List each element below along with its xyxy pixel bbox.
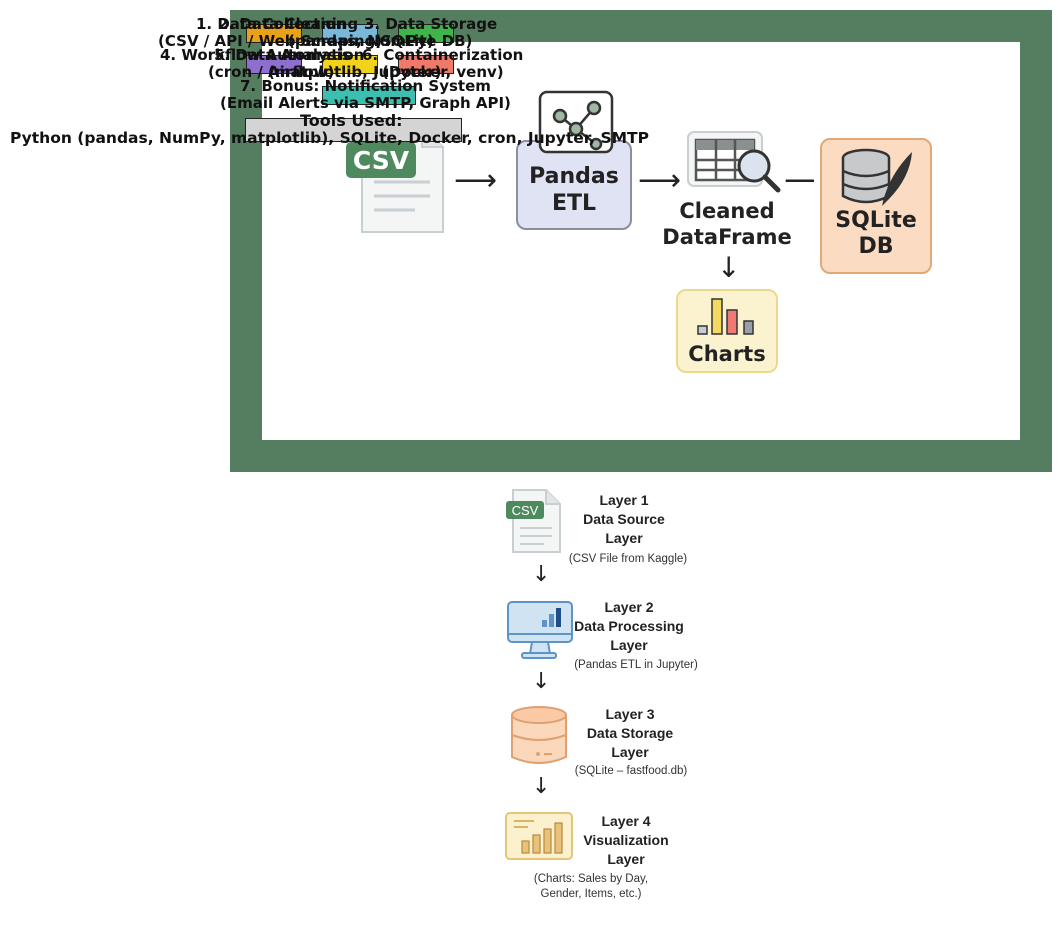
bar-chart-icon <box>504 811 574 861</box>
stage-7-title: 7. Bonus: Notification System <box>240 77 491 95</box>
pandas-etl-label: Pandas ETL <box>529 164 619 216</box>
csv-badge: CSV <box>346 142 416 178</box>
stage-2-detail: (pandas, NumPy) <box>288 32 434 50</box>
arrow-right-icon: ⟶ <box>454 163 498 198</box>
stage-4-swatch <box>246 55 302 74</box>
charts-label: Charts <box>688 342 766 366</box>
stage-3-detail: (SQLite DB) <box>374 32 473 50</box>
layer-3-subtitle: (SQLite – fastfood.db) <box>574 765 688 777</box>
stage-6-title: 6. Containerization <box>362 46 524 64</box>
layer-1-subtitle: (CSV File from Kaggle) <box>568 553 688 565</box>
stage-4-title: 4. Workflow Automation <box>160 46 365 64</box>
sqlite-db-label: SQLite DB <box>835 208 917 259</box>
arrow-down-icon: ↓ <box>717 251 741 284</box>
database-icon <box>508 705 570 767</box>
csv-badge-small: CSV <box>506 501 544 519</box>
layer-2-title: Layer 2 Data Processing Layer <box>574 599 684 653</box>
arrow-right-icon: ⟶ <box>784 166 814 196</box>
layer-3-title: Layer 3 Data Storage Layer <box>586 706 674 760</box>
tools-heading: Tools Used: <box>300 111 403 130</box>
stage-7-swatch <box>322 86 416 105</box>
layer-4-title: Layer 4 Visualization Layer <box>583 813 669 867</box>
stage-3-title: 3. Data Storage <box>364 15 498 33</box>
stage-5-detail: (matplotlib, Jupyter) <box>268 63 442 81</box>
pipeline-panel: CSV ⟶ Pandas ETL ⟶ Clea <box>262 42 1020 440</box>
stage-5-swatch <box>322 55 378 74</box>
stage-2-swatch <box>322 24 378 43</box>
layer-2-subtitle: (Pandas ETL in Jupyter) <box>574 659 698 671</box>
stage-7-detail: (Email Alerts via SMTP, Graph API) <box>220 94 511 112</box>
tools-list: Python (pandas, NumPy, matplotlib), SQLi… <box>10 129 649 147</box>
stage-5-title: 5. Data Analysis <box>214 46 351 64</box>
cleaned-dataframe-label: Cleaned DataFrame <box>662 199 792 249</box>
layer-4-subtitle: (Charts: Sales by Day, Gender, Items, et… <box>533 873 649 900</box>
stage-3-swatch <box>398 24 454 43</box>
csv-file-icon <box>504 488 562 554</box>
table-magnifier-icon <box>686 130 782 194</box>
database-feather-icon <box>838 146 918 212</box>
network-graph-icon <box>538 90 614 154</box>
stage-6-swatch <box>398 55 454 74</box>
tools-box <box>245 118 462 142</box>
arrow-down-icon: ↓ <box>532 774 551 799</box>
stage-4-detail: (cron / Airflow) <box>208 63 335 81</box>
stage-6-detail: (Docker, venv) <box>382 63 504 81</box>
arrow-down-icon: ↓ <box>532 562 551 587</box>
arrow-down-icon: ↓ <box>532 669 551 694</box>
monitor-chart-icon <box>506 600 574 660</box>
stage-1-detail: (CSV / API / Web Scraping) <box>158 32 383 50</box>
stage-2-title: 2. Data Cleaning <box>218 15 359 33</box>
stage-1-swatch <box>246 24 302 43</box>
stage-1-title: 1. Data Collection <box>196 15 347 33</box>
bar-chart-icon <box>694 296 758 336</box>
layer-1-title: Layer 1 Data Source Layer <box>583 492 665 546</box>
arrow-right-icon: ⟶ <box>638 163 682 198</box>
